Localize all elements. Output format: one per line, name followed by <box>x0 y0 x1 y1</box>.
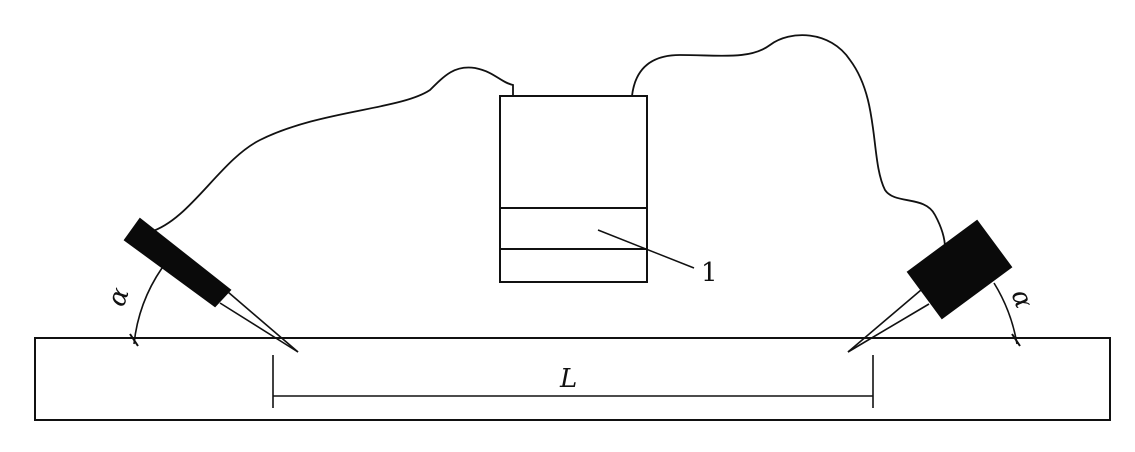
left-angle-arc <box>133 267 163 345</box>
right-arc-tick <box>1011 333 1021 347</box>
component-1-label: 1 <box>701 258 718 288</box>
callout-leader <box>597 229 695 269</box>
left-cable <box>149 66 514 233</box>
test-plate <box>34 337 1111 421</box>
right-cable <box>631 34 946 249</box>
left-probe <box>123 217 299 353</box>
distance-label: L <box>560 364 578 394</box>
instrument-box <box>499 95 648 283</box>
right-probe <box>847 219 1013 353</box>
left-arc-tick <box>129 333 139 347</box>
distance-dimension <box>272 355 874 408</box>
